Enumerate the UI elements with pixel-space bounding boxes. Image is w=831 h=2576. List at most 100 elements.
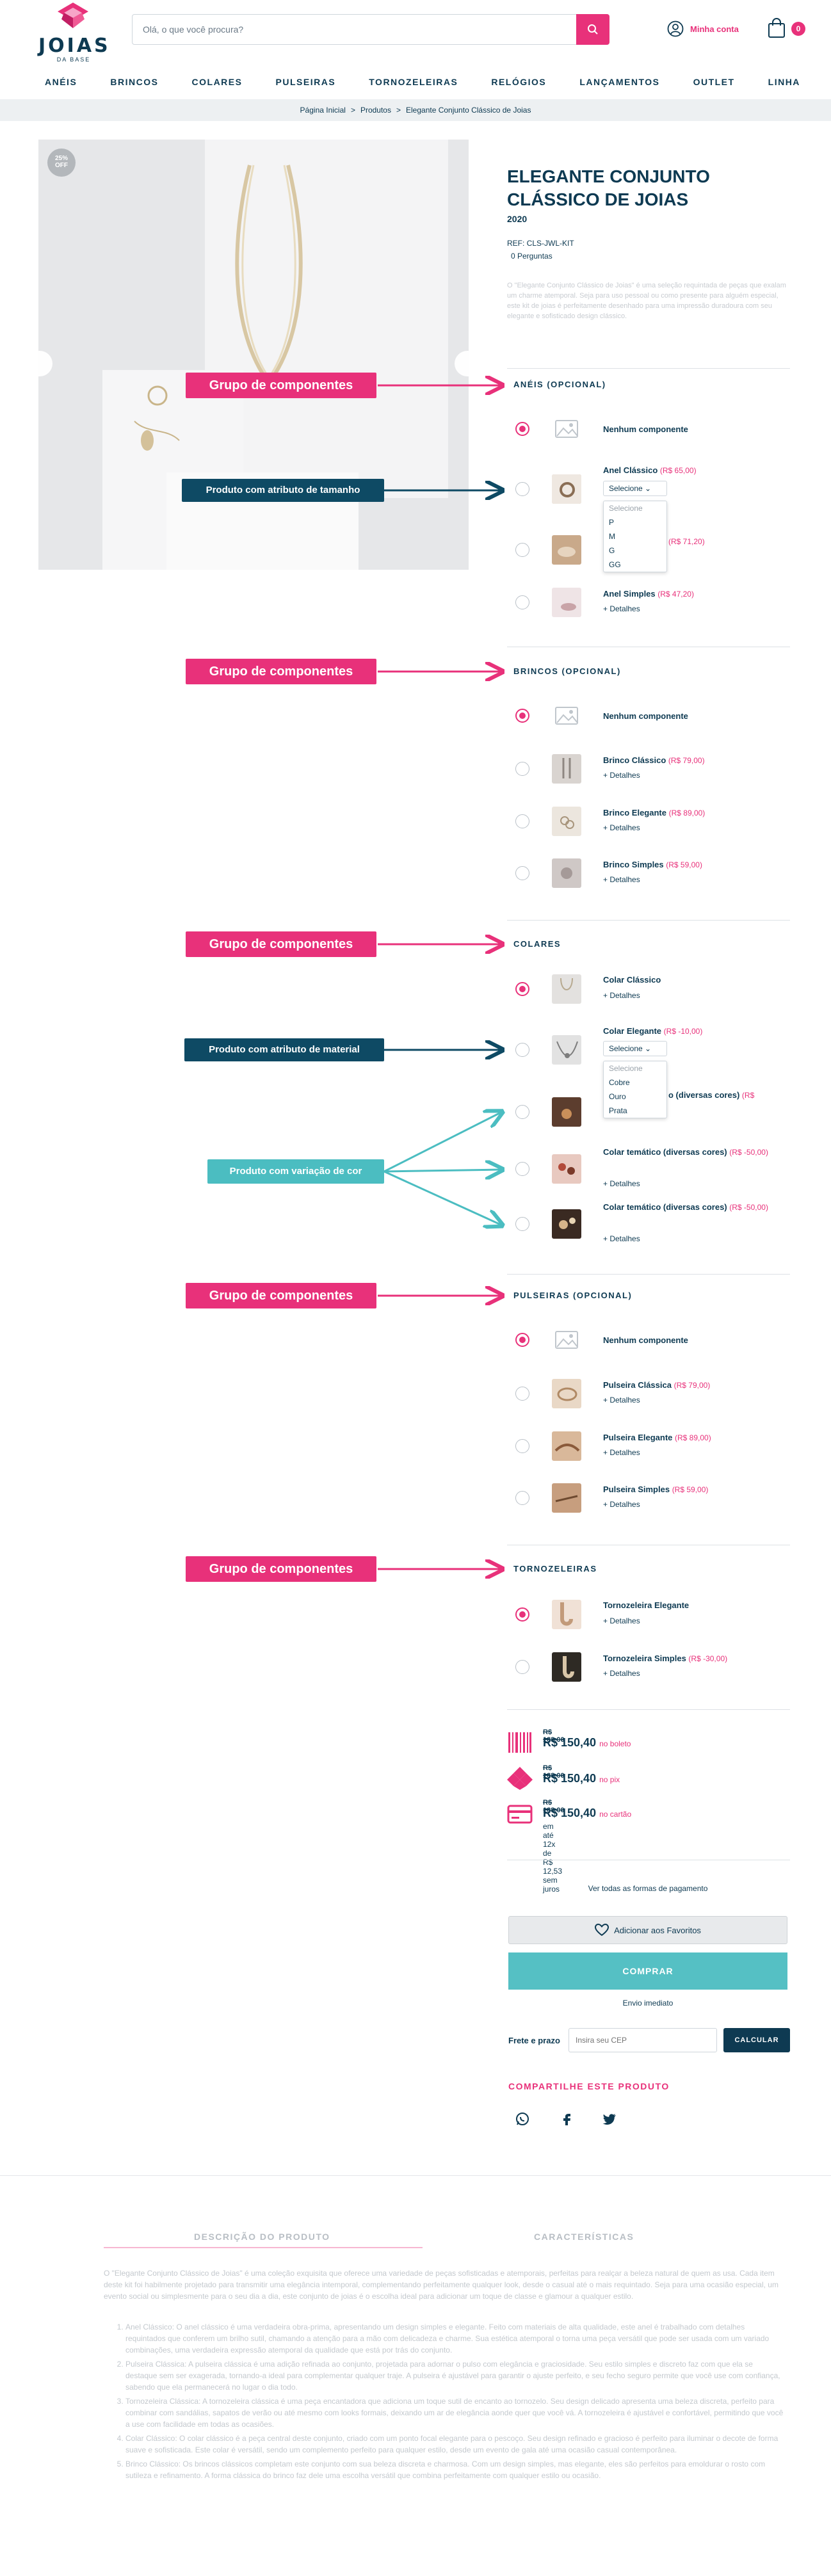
material-select[interactable]: Selecione ⌄ — [603, 1041, 667, 1056]
no-image-icon — [552, 414, 581, 444]
section-divider — [507, 920, 790, 921]
radio-brinco-simples[interactable] — [515, 866, 529, 880]
dropdown-option[interactable]: Cobre — [609, 1078, 630, 1087]
account-link[interactable]: Minha conta — [667, 19, 739, 38]
details-link[interactable]: + Detalhes — [603, 604, 640, 613]
dropdown-option[interactable]: Selecione — [609, 1064, 643, 1073]
radio-pulseira-classica[interactable] — [515, 1387, 529, 1401]
details-link[interactable]: + Detalhes — [603, 771, 640, 780]
details-link[interactable]: + Detalhes — [603, 1448, 640, 1457]
price-new: R$ 150,40 no pix — [543, 1772, 620, 1785]
dropdown-option[interactable]: Ouro — [609, 1092, 626, 1101]
nav-item-linha[interactable]: LINHA — [768, 77, 800, 87]
annotation-group-label: Grupo de componentes — [186, 931, 376, 957]
product-thumbnail — [552, 1652, 581, 1682]
radio-none-aneis[interactable] — [515, 422, 529, 436]
details-link[interactable]: + Detalhes — [603, 823, 640, 832]
buy-button[interactable]: COMPRAR — [508, 1952, 787, 1990]
calculate-freight-button[interactable]: CALCULAR — [723, 2028, 790, 2052]
cart-bag-icon — [768, 18, 785, 38]
radio-none-brincos[interactable] — [515, 709, 529, 723]
radio-anel-simples[interactable] — [515, 595, 529, 609]
nav-item-aneis[interactable]: ANÉIS — [45, 77, 77, 87]
section-divider — [507, 368, 790, 369]
nav-item-brincos[interactable]: BRINCOS — [110, 77, 159, 87]
nav-item-lancamentos[interactable]: LANÇAMENTOS — [579, 77, 660, 87]
details-link[interactable]: + Detalhes — [603, 875, 640, 884]
content-separator — [0, 2175, 831, 2176]
dropdown-option[interactable]: Selecione — [609, 504, 643, 513]
product-thumbnail — [552, 535, 581, 565]
radio-colar-tematico-2[interactable] — [515, 1162, 529, 1176]
details-link[interactable]: + Detalhes — [603, 1616, 640, 1625]
details-link[interactable]: + Detalhes — [603, 1500, 640, 1509]
payment-methods-link[interactable]: Ver todas as formas de pagamento — [588, 1884, 708, 1893]
radio-pulseira-elegante[interactable] — [515, 1439, 529, 1453]
option-label: Nenhum componente — [603, 711, 688, 721]
cart-count-badge: 0 — [791, 22, 805, 36]
add-to-favorites-button[interactable]: Adicionar aos Favoritos — [508, 1916, 787, 1944]
option-label: Tornozeleira Elegante — [603, 1600, 690, 1610]
breadcrumb-products[interactable]: Produtos — [360, 106, 391, 115]
section-title-tornozeleiras: TORNOZELEIRAS — [513, 1564, 597, 1574]
option-label: Pulseira Clássica (R$ 79,00) — [603, 1380, 711, 1390]
details-link[interactable]: + Detalhes — [603, 1234, 640, 1243]
gallery-next-button[interactable] — [455, 351, 469, 376]
whatsapp-icon[interactable] — [513, 2110, 531, 2128]
cart-button[interactable]: 0 — [767, 18, 805, 40]
radio-tornozeleira-simples[interactable] — [515, 1660, 529, 1674]
radio-colar-tematico-3[interactable] — [515, 1217, 529, 1231]
option-label: Colar Clássico — [603, 975, 661, 985]
dropdown-option[interactable]: Prata — [609, 1106, 627, 1115]
radio-colar-tematico-1[interactable] — [515, 1105, 529, 1119]
search-input[interactable] — [133, 15, 577, 44]
radio-anel-classico[interactable] — [515, 482, 529, 496]
dropdown-option[interactable]: M — [609, 532, 615, 541]
radio-tornozeleira-elegante[interactable] — [515, 1607, 529, 1622]
nav-item-colares[interactable]: COLARES — [191, 77, 243, 87]
shipping-note: Envio imediato — [622, 1999, 674, 2008]
option-label: Colar Elegante (R$ -10,00) — [603, 1026, 703, 1036]
details-link[interactable]: + Detalhes — [603, 991, 640, 1000]
product-thumbnail — [552, 858, 581, 888]
gallery-prev-button[interactable] — [38, 351, 52, 376]
dropdown-option[interactable]: P — [609, 518, 615, 527]
option-label: Colar temático (diversas cores) (R$ -50,… — [603, 1202, 768, 1212]
breadcrumb-home[interactable]: Página Inicial — [300, 106, 346, 115]
annotation-size-label: Produto com atributo de tamanho — [182, 479, 384, 502]
radio-brinco-elegante[interactable] — [515, 814, 529, 828]
product-image[interactable]: 25%OFF — [38, 140, 469, 570]
radio-colar-elegante[interactable] — [515, 1043, 529, 1057]
section-title-aneis: ANÉIS (OPCIONAL) — [513, 380, 606, 389]
radio-brinco-classico[interactable] — [515, 762, 529, 776]
radio-pulseira-simples[interactable] — [515, 1491, 529, 1505]
details-link[interactable]: + Detalhes — [603, 1179, 640, 1188]
nav-item-outlet[interactable]: OUTLET — [693, 77, 735, 87]
nav-item-relogios[interactable]: RELÓGIOS — [491, 77, 547, 87]
twitter-icon[interactable] — [601, 2110, 618, 2128]
radio-anel-elegante[interactable] — [515, 543, 529, 557]
dropdown-option[interactable]: G — [609, 546, 615, 555]
site-logo[interactable]: JOIAS DA BASE — [32, 3, 115, 63]
facebook-icon[interactable] — [558, 2110, 576, 2128]
tab-characteristics[interactable]: CARACTERÍSTICAS — [534, 2232, 634, 2242]
tab-description[interactable]: DESCRIÇÃO DO PRODUTO — [194, 2232, 330, 2242]
option-label: Anel Simples (R$ 47,20) — [603, 589, 694, 599]
product-thumbnail — [552, 754, 581, 784]
size-dropdown: Selecione P M G GG — [603, 501, 667, 572]
details-link[interactable]: + Detalhes — [603, 1396, 640, 1405]
cep-input[interactable] — [569, 2028, 717, 2052]
barcode-icon — [508, 1732, 531, 1753]
questions-link[interactable]: 0 Perguntas — [511, 252, 553, 261]
annotation-color-label: Produto com variação de cor — [207, 1159, 384, 1184]
size-select[interactable]: Selecione ⌄ — [603, 481, 667, 496]
product-thumbnail — [552, 1379, 581, 1408]
nav-item-pulseiras[interactable]: PULSEIRAS — [275, 77, 336, 87]
search-button[interactable] — [576, 14, 609, 45]
radio-none-pulseiras[interactable] — [515, 1333, 529, 1347]
price-old: R$ 188,00 — [543, 1764, 565, 1780]
nav-item-tornozeleiras[interactable]: TORNOZELEIRAS — [369, 77, 458, 87]
dropdown-option[interactable]: GG — [609, 560, 621, 569]
details-link[interactable]: + Detalhes — [603, 1669, 640, 1678]
radio-colar-classico[interactable] — [515, 982, 529, 996]
